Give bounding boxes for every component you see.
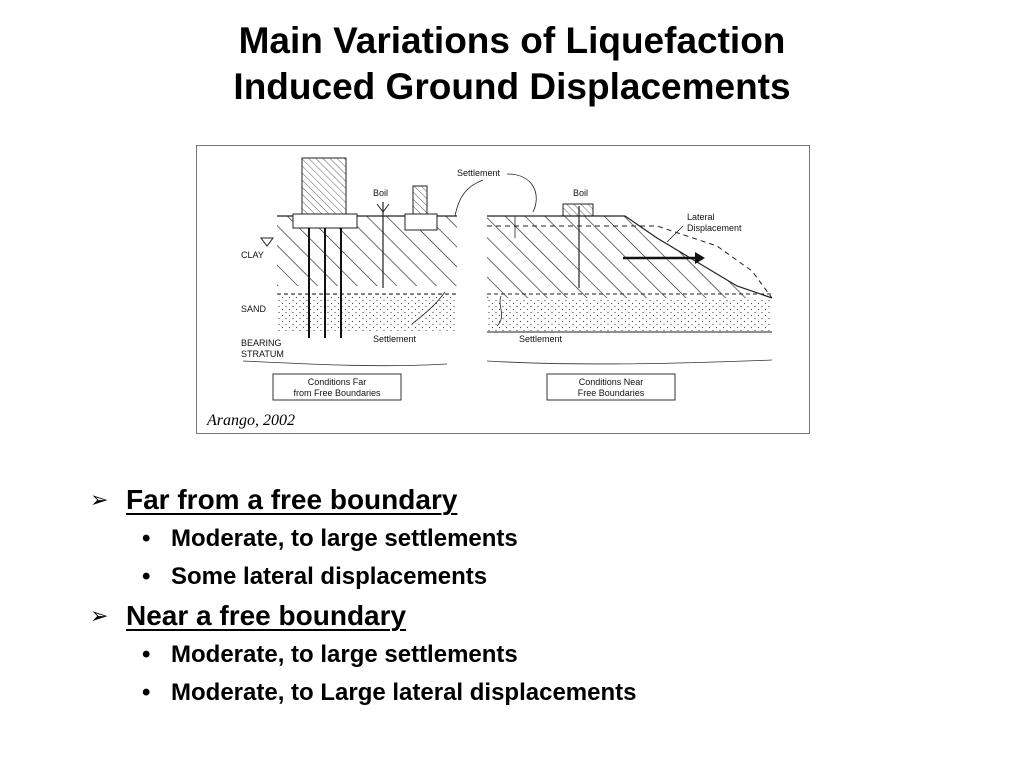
heading-text: Far from a free boundary [126,484,458,515]
callout-leader-left [454,179,484,217]
bearing-label-1: BEARING [241,338,282,348]
bullet-heading-2: ➢ Near a free boundary [90,596,990,636]
sub-bullet-text: Moderate, to large settlements [171,641,518,668]
lateral-leader [666,225,684,243]
sub-bullet: • Moderate, to Large lateral displacemen… [90,674,990,712]
bearing-line-left [242,360,448,367]
title-line-1: Main Variations of Liquefaction [238,20,786,61]
dot-bullet-icon: • [142,525,151,552]
sub-bullet-text: Some lateral displacements [171,563,488,590]
dot-bullet-icon: • [142,679,151,706]
bullet-list: ➢ Far from a free boundary • Moderate, t… [90,480,990,712]
sub-bullet: • Moderate, to large settlements [90,636,990,674]
boil-label-right: Boil [573,188,588,198]
lateral-label-1: Lateral [687,212,715,222]
lateral-label-2: Displacement [687,223,742,233]
bearing-label-2: STRATUM [241,349,284,359]
arrow-bullet-icon: ➢ [90,487,109,512]
sand-layer-left [277,294,457,332]
far-boundary-section: Boil CLAY SAND BEARING STRATUM Settlemen… [241,157,457,401]
liquefaction-diagram: Boil CLAY SAND BEARING STRATUM Settlemen… [196,145,810,434]
dot-bullet-icon: • [142,641,151,668]
slide-title: Main Variations of Liquefaction Induced … [0,18,1024,110]
bullet-heading-1: ➢ Far from a free boundary [90,480,990,520]
small-footing [404,213,438,231]
lateral-arrow-head [695,252,705,264]
settlement-label-right: Settlement [519,334,563,344]
sub-bullet: • Moderate, to large settlements [90,520,990,558]
near-box-line-1: Conditions Near [579,377,644,387]
far-conditions-box [272,373,402,401]
small-structure [412,185,428,215]
heading-text: Near a free boundary [126,600,407,631]
top-settlement-callout: Settlement [454,168,537,238]
settlement-leader-right [496,295,503,327]
boil-label-left: Boil [373,188,388,198]
title-line-2: Induced Ground Displacements [233,66,791,107]
sub-bullet: • Some lateral displacements [90,558,990,596]
near-conditions-box [546,373,676,401]
diagram-svg: Boil CLAY SAND BEARING STRATUM Settlemen… [241,157,773,401]
settlement-label-top: Settlement [457,168,501,178]
near-boundary-section: Boil Lateral Displacement Settlement Con… [486,188,773,401]
sub-bullet-text: Moderate, to Large lateral displacements [171,679,637,706]
far-box-line-1: Conditions Far [308,377,367,387]
sand-layer-right [487,298,772,332]
dot-bullet-icon: • [142,563,151,590]
settlement-leader-left [411,291,446,325]
sub-bullet-text: Moderate, to large settlements [171,525,518,552]
clay-label: CLAY [241,250,264,260]
water-table-icon [260,237,274,247]
building-footing [301,157,347,215]
figure-credit: Arango, 2002 [207,412,295,429]
far-box-line-2: from Free Boundaries [293,388,381,398]
pile-cap [292,213,358,229]
bearing-line-right [486,359,773,365]
near-box-line-2: Free Boundaries [578,388,645,398]
callout-leader-right [506,173,537,213]
settlement-label-left: Settlement [373,334,417,344]
boil-vent-left [376,203,390,213]
sand-label: SAND [241,304,267,314]
right-footing [562,203,594,217]
clay-layer-right [487,216,757,298]
arrow-bullet-icon: ➢ [90,603,109,628]
